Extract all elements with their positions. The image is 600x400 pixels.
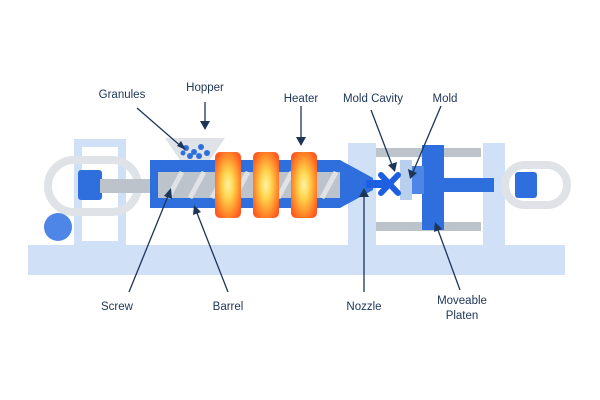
label-mold: Mold <box>433 93 458 105</box>
barrel-pointer <box>196 212 229 293</box>
label-heater: Heater <box>284 93 319 105</box>
heater-band-icon <box>291 152 317 218</box>
leader-lines <box>128 102 461 293</box>
clamp-unit <box>376 145 571 231</box>
label-barrel: Barrel <box>213 301 244 313</box>
mold-cavity-pointer <box>370 109 393 166</box>
granules-pointer <box>136 107 184 149</box>
label-hopper: Hopper <box>186 82 224 94</box>
heater-bands <box>215 152 317 218</box>
heater-band-icon <box>215 152 241 218</box>
label-nozzle: Nozzle <box>346 301 381 313</box>
label-mold-cavity: Mold Cavity <box>343 93 403 105</box>
clamp-cylinder <box>501 161 571 209</box>
mold-pointer <box>412 105 442 173</box>
motor-icon <box>44 213 72 241</box>
label-moveable: Moveable <box>437 295 487 307</box>
platen-pointer <box>437 229 461 291</box>
moveable-platen <box>422 145 444 230</box>
nozzle-tip <box>366 180 386 188</box>
screw-pointer <box>128 195 169 293</box>
heater-band-icon <box>253 152 279 218</box>
drive-unit <box>44 156 142 241</box>
stationary-mold-half <box>400 160 412 200</box>
clamp-cylinder-piston <box>515 172 537 198</box>
nozzle-cone <box>340 160 373 208</box>
labels: Granules Hopper Heater Mold Cavity Mold … <box>99 82 487 322</box>
label-granules: Granules <box>99 89 146 101</box>
granule-icon <box>180 144 210 159</box>
machine-base <box>28 139 565 275</box>
clamp-rod <box>444 178 494 192</box>
x-cavity-icon <box>378 172 401 196</box>
label-platen: Platen <box>446 310 479 322</box>
label-screw: Screw <box>101 301 134 313</box>
